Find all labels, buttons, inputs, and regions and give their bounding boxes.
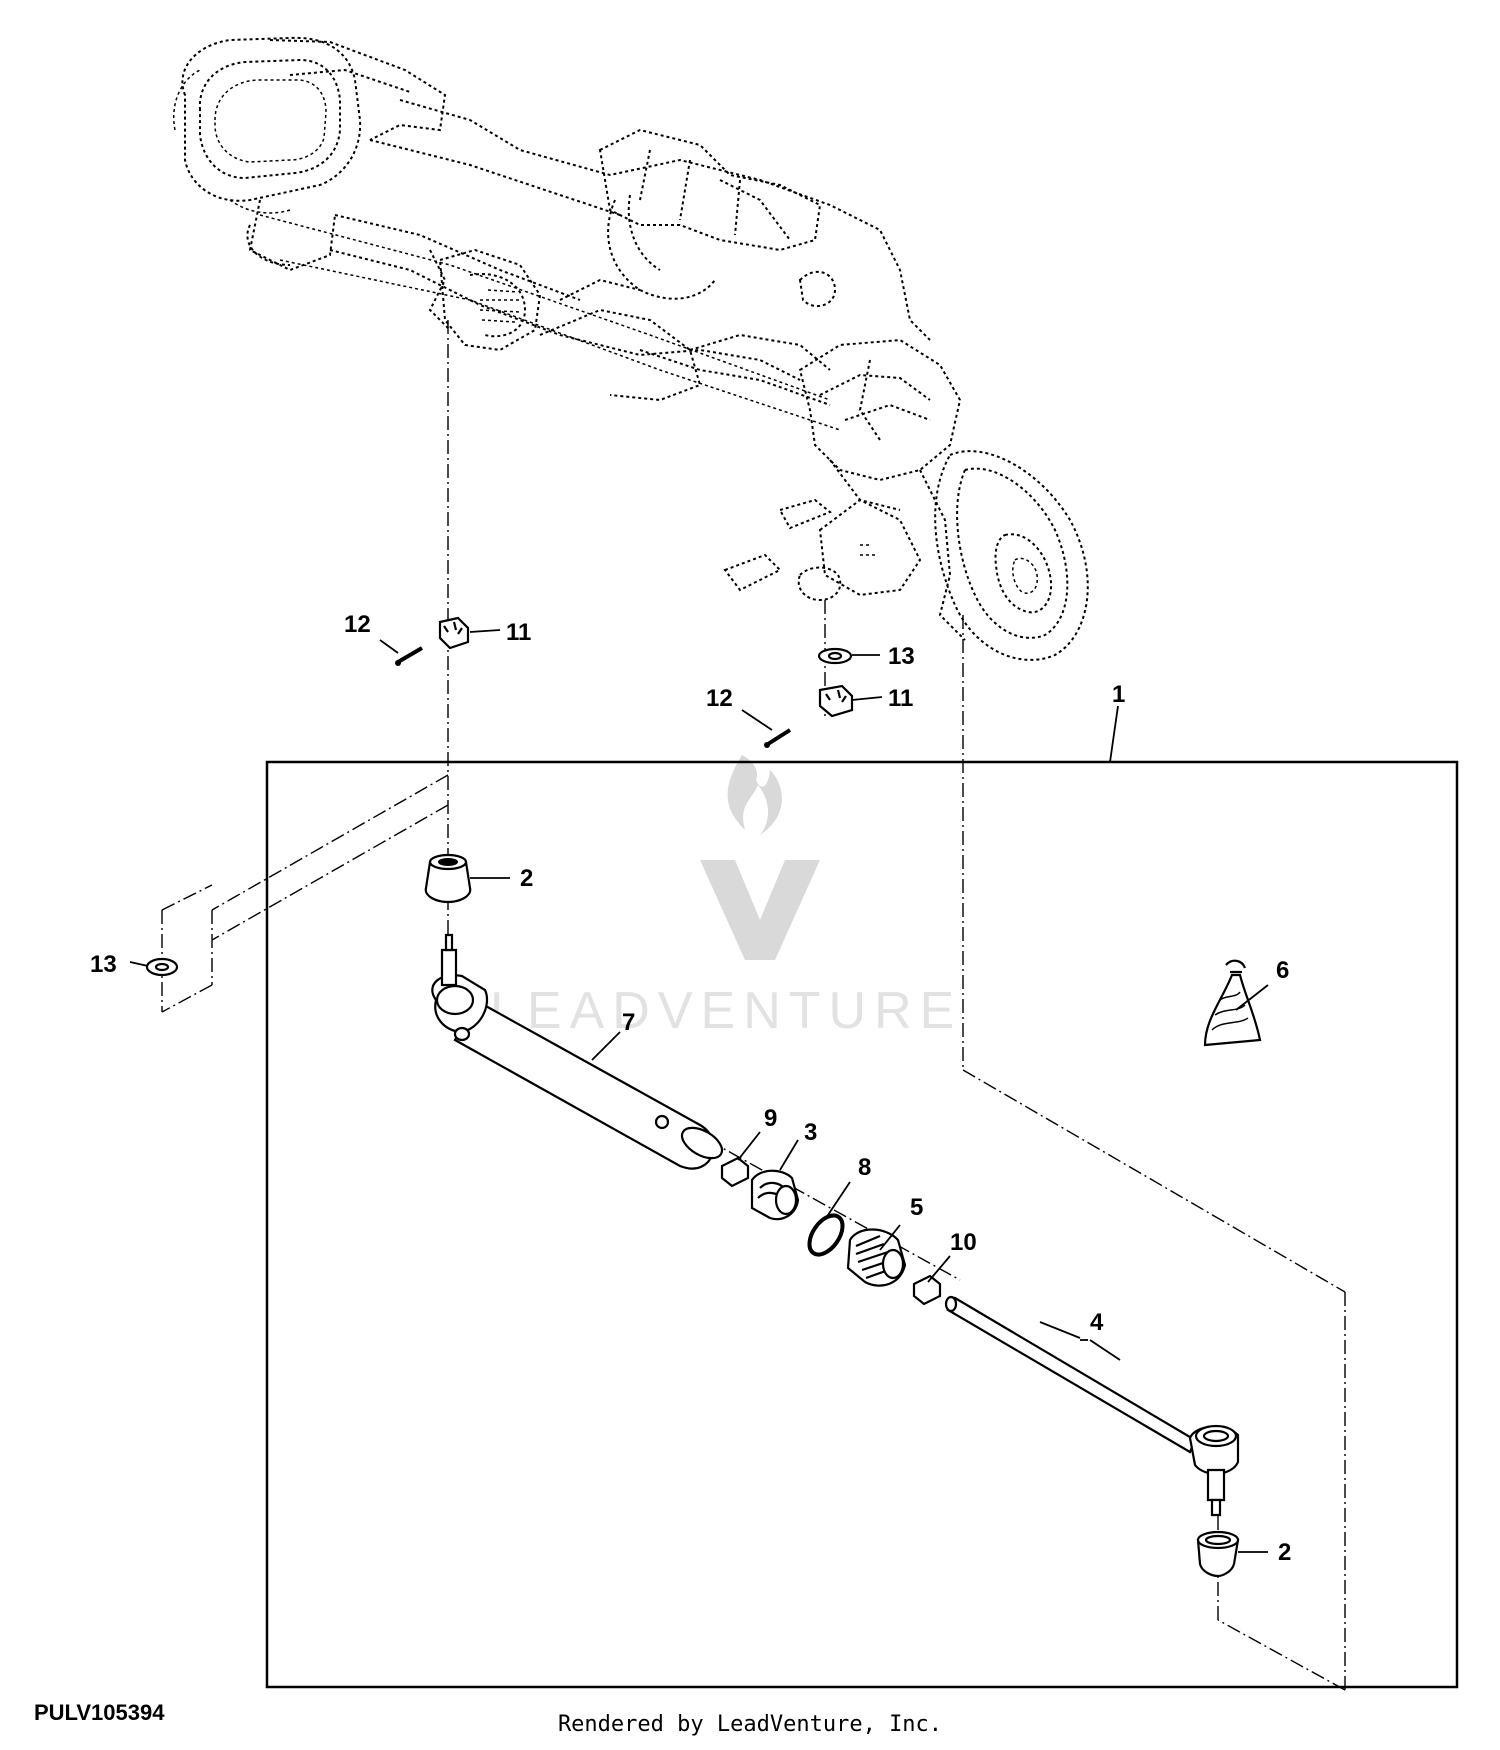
castle-nut-left (438, 616, 470, 650)
watermark: LEADVENTURE (490, 755, 962, 1040)
tie-rod-tube (431, 933, 724, 1170)
callout-5: 5 (910, 1194, 923, 1221)
inner-tie-rod (944, 1295, 1240, 1517)
washer-left (145, 957, 179, 977)
clamp-3 (750, 1169, 800, 1221)
callout-1: 1 (1112, 681, 1125, 708)
callout-12-left: 12 (344, 611, 371, 638)
callouts: 1 2 2 3 4 5 6 7 8 9 10 11 11 12 12 13 13 (90, 611, 1291, 1566)
kit-frame (265, 760, 1459, 1689)
washer-right (817, 647, 853, 665)
callout-12-right: 12 (706, 685, 733, 712)
adjuster-5 (846, 1228, 907, 1287)
watermark-text: LEADVENTURE (490, 982, 962, 1040)
callout-11-left: 11 (506, 619, 531, 646)
leader-lines (129, 629, 1269, 1553)
callout-8: 8 (858, 1154, 871, 1181)
jam-nut-10 (912, 1274, 942, 1306)
jam-nut-9 (720, 1156, 750, 1188)
phantom-lines (161, 320, 1346, 1691)
callout-3: 3 (804, 1119, 817, 1146)
callout-6: 6 (1276, 957, 1289, 984)
callout-7: 7 (622, 1009, 635, 1036)
callout-10: 10 (950, 1229, 977, 1256)
diagram-id-label: PULV105394 (34, 1700, 165, 1725)
footer-credit: Rendered by LeadVenture, Inc. (557, 1712, 943, 1737)
castle-nut-right (818, 684, 854, 718)
cotter-pin-left (395, 646, 424, 666)
snap-ring-8 (807, 1213, 845, 1257)
callout-2-left: 2 (520, 865, 533, 892)
axle-assembly-phantom (173, 36, 1089, 661)
callout-11-right: 11 (888, 685, 913, 712)
dust-cap-left (424, 853, 472, 904)
callout-2-right: 2 (1278, 1539, 1291, 1566)
callout-13-right: 13 (888, 643, 915, 670)
grease-bag-6 (1203, 959, 1262, 1047)
callout-9: 9 (764, 1105, 777, 1132)
cotter-pin-right (764, 728, 792, 748)
callout-4: 4 (1090, 1309, 1104, 1336)
dust-cap-right (1196, 1530, 1240, 1578)
callout-13-left: 13 (90, 951, 117, 978)
